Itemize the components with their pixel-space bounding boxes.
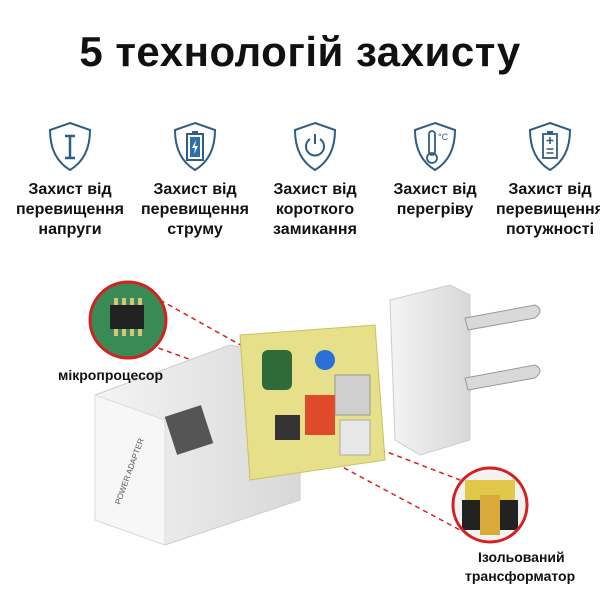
feature-text: струму [167,221,223,238]
transformer-label-line1: Ізольований [478,549,565,565]
feature-text: замикання [273,221,357,238]
feature-overcurrent: Захист від перевищення струму [130,120,260,240]
battery-shield-icon [173,121,217,172]
feature-text: Захист від [273,181,357,198]
product-illustration: POWER ADAPTER [88,280,541,546]
feature-text: Захист від [153,181,237,198]
power-shield-icon [293,121,337,172]
feature-overheat: °C Захист від перегріву [370,120,500,220]
feature-short-circuit: Захист від короткого замикання [250,120,380,240]
feature-text: перевищення [141,201,249,218]
plug [389,284,541,456]
svg-text:°C: °C [438,132,449,142]
page-title: 5 технологій захисту [79,28,521,75]
feature-text: перевищення [496,201,600,218]
feature-overpower: Захист від перевищення потужності [485,120,600,240]
feature-text: Захист від [508,181,592,198]
pcb [239,324,386,481]
feature-text: Захист від [28,181,112,198]
feature-overvoltage: Захист від перевищення напруги [5,120,135,240]
transformer-inset [451,466,529,544]
voltage-shield-icon [48,121,92,172]
feature-text: короткого [275,201,355,218]
feature-text: потужності [505,221,595,238]
thermometer-shield-icon: °C [413,121,457,172]
transformer-label-line2: трансформатор [465,568,576,584]
feature-text: перевищення [16,201,124,218]
feature-text: перегріву [396,201,474,218]
feature-text: Захист від [393,181,477,198]
microprocessor-label: мікропроцесор [58,367,164,383]
battery-plus-minus-shield-icon [528,121,572,172]
feature-text: напруги [38,221,102,238]
microprocessor-inset [88,280,168,360]
